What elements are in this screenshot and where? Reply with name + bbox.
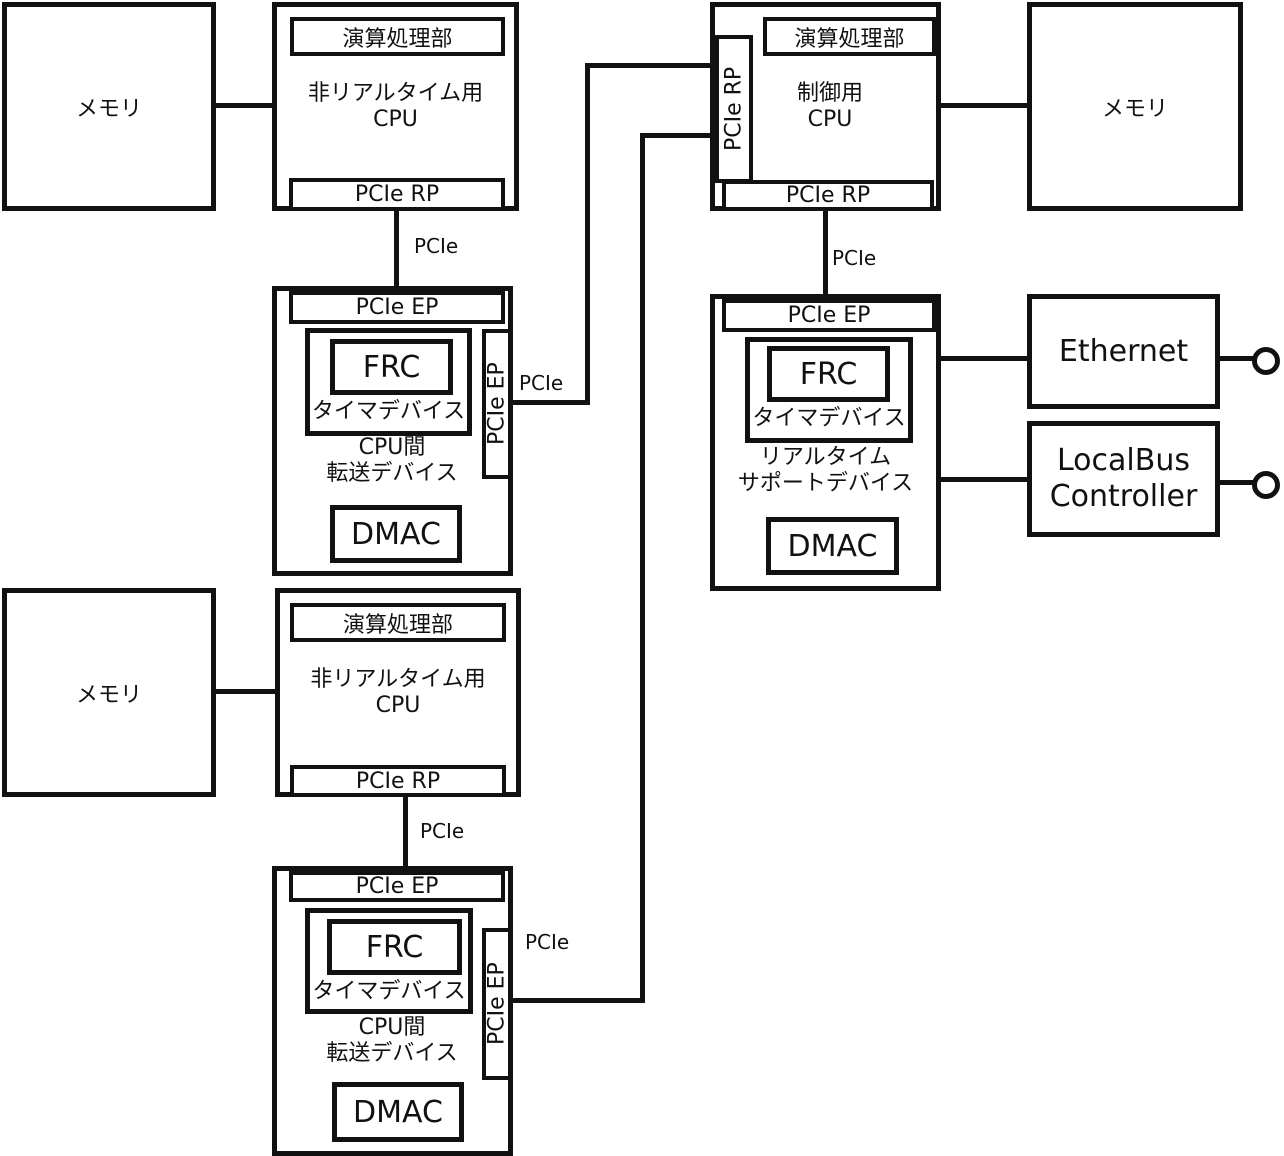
memory-block: メモリ — [2, 2, 216, 211]
pcie-rp-block: PCIe RP — [722, 180, 934, 211]
frc-block: FRC — [330, 339, 453, 395]
pcie-link-line — [510, 400, 590, 405]
dmac-label: DMAC — [353, 1094, 443, 1130]
compute-unit-label: 演算処理部 — [342, 26, 453, 52]
pcie-link-label: PCIe — [519, 371, 564, 395]
localbus-port-icon — [1252, 471, 1280, 499]
compute-unit-label: 演算処理部 — [794, 26, 905, 52]
pcie-link-label: PCIe — [414, 234, 459, 258]
timer-device-label: タイマデバイス — [311, 399, 466, 424]
inter-cpu-transfer-device-block: PCIe EP FRC タイマデバイス PCIe EP CPU間 転送デバイス … — [272, 286, 513, 576]
timer-device-block: FRC タイマデバイス — [305, 908, 473, 1014]
dmac-block: DMAC — [332, 1082, 464, 1142]
pcie-ep-label: PCIe EP — [355, 874, 439, 899]
inter-cpu-device-label: CPU間 転送デバイス — [277, 435, 507, 488]
device-name-line1: CPU間 — [358, 435, 426, 460]
compute-unit-block: 演算処理部 — [763, 17, 936, 56]
memory-bus-line — [214, 689, 276, 694]
pcie-link-line — [585, 63, 715, 68]
pcie-link-label: PCIe — [832, 246, 877, 270]
cpu-name-label: 非リアルタイム用 CPU — [280, 667, 516, 720]
pcie-rp-label: PCIe RP — [355, 768, 441, 794]
control-cpu-block: 演算処理部 PCIe RP 制御用 CPU PCIe RP — [710, 2, 941, 211]
memory-label: メモリ — [75, 682, 142, 708]
pcie-rp-block: PCIe RP — [290, 765, 506, 797]
dmac-label: DMAC — [351, 516, 441, 552]
pcie-link-line — [823, 208, 828, 298]
non-realtime-cpu-block: 演算処理部 非リアルタイム用 CPU PCIe RP — [272, 2, 519, 211]
dmac-label: DMAC — [787, 528, 878, 564]
memory-bus-line — [938, 103, 1030, 108]
pcie-link-label: PCIe — [525, 930, 570, 954]
non-realtime-cpu-block: 演算処理部 非リアルタイム用 CPU PCIe RP — [275, 588, 521, 797]
cpu-name-line2: CPU — [807, 107, 853, 133]
cpu-name-line2: CPU — [375, 693, 421, 719]
localbus-port-line — [1216, 480, 1256, 485]
memory-block: メモリ — [2, 588, 216, 797]
pcie-link-label: PCIe — [420, 819, 465, 843]
device-name-line2: 転送デバイス — [326, 1041, 458, 1067]
pcie-link-line — [640, 133, 645, 1003]
inter-cpu-transfer-device-block: PCIe EP FRC タイマデバイス PCIe EP CPU間 転送デバイス … — [272, 866, 513, 1156]
pcie-link-line — [403, 793, 408, 871]
compute-unit-block: 演算処理部 — [290, 603, 506, 642]
cpu-name-line2: CPU — [373, 107, 418, 133]
cpu-name-label: 非リアルタイム用 CPU — [277, 81, 514, 134]
cpu-name-label: 制御用 CPU — [775, 81, 885, 134]
device-name-line2: サポートデバイス — [737, 471, 914, 497]
pcie-rp-side-block: PCIe RP — [715, 35, 753, 183]
timer-device-block: FRC タイマデバイス — [305, 328, 472, 436]
memory-label: メモリ — [1101, 96, 1168, 122]
pcie-ep-block: PCIe EP — [722, 299, 936, 332]
timer-device-label: タイマデバイス — [312, 979, 466, 1004]
pcie-link-line — [510, 998, 645, 1003]
ethernet-port-icon — [1252, 347, 1280, 375]
pcie-ep-block: PCIe EP — [289, 291, 505, 324]
localbus-link-line — [938, 477, 1030, 482]
localbus-controller-label: LocalBus Controller — [1050, 443, 1198, 515]
realtime-support-device-block: PCIe EP FRC タイマデバイス リアルタイム サポートデバイス DMAC — [710, 294, 941, 591]
pcie-ep-block: PCIe EP — [289, 871, 505, 902]
frc-label: FRC — [365, 929, 424, 965]
timer-device-block: FRC タイマデバイス — [745, 337, 913, 443]
frc-label: FRC — [799, 356, 858, 392]
localbus-controller-block: LocalBus Controller — [1027, 421, 1220, 537]
dmac-block: DMAC — [766, 517, 899, 575]
pcie-rp-label: PCIe RP — [721, 66, 747, 152]
compute-unit-block: 演算処理部 — [290, 17, 505, 56]
device-name-line2: 転送デバイス — [326, 461, 458, 487]
cpu-name-line1: 非リアルタイム用 — [307, 81, 484, 106]
ethernet-block: Ethernet — [1027, 294, 1220, 409]
device-name-line1: CPU間 — [358, 1015, 426, 1040]
pcie-rp-label: PCIe RP — [785, 183, 871, 208]
pcie-link-line — [394, 208, 399, 290]
dmac-block: DMAC — [330, 505, 462, 563]
compute-unit-label: 演算処理部 — [342, 612, 453, 638]
device-name-line1: リアルタイム — [759, 445, 892, 470]
frc-block: FRC — [767, 346, 890, 402]
pcie-ep-label: PCIe EP — [787, 303, 871, 328]
localbus-line2: Controller — [1049, 479, 1198, 514]
memory-label: メモリ — [75, 96, 142, 122]
ethernet-label: Ethernet — [1058, 334, 1189, 369]
memory-block: メモリ — [1027, 2, 1243, 211]
timer-device-label: タイマデバイス — [752, 406, 906, 431]
ethernet-port-line — [1216, 356, 1256, 361]
cpu-name-line1: 制御用 — [796, 81, 863, 106]
pcie-link-line — [585, 63, 590, 405]
rt-support-device-label: リアルタイム サポートデバイス — [715, 445, 936, 498]
frc-block: FRC — [327, 919, 462, 975]
cpu-name-line1: 非リアルタイム用 — [310, 667, 486, 692]
pcie-ep-label: PCIe EP — [355, 295, 439, 320]
frc-label: FRC — [362, 349, 421, 385]
pcie-ep-label: PCIe EP — [484, 362, 510, 446]
localbus-line1: LocalBus — [1057, 443, 1190, 478]
memory-bus-line — [214, 103, 276, 108]
pcie-rp-label: PCIe RP — [354, 182, 440, 207]
pcie-rp-block: PCIe RP — [289, 178, 505, 211]
ethernet-link-line — [938, 356, 1030, 361]
inter-cpu-device-label: CPU間 転送デバイス — [277, 1015, 507, 1068]
pcie-link-line — [640, 133, 715, 138]
